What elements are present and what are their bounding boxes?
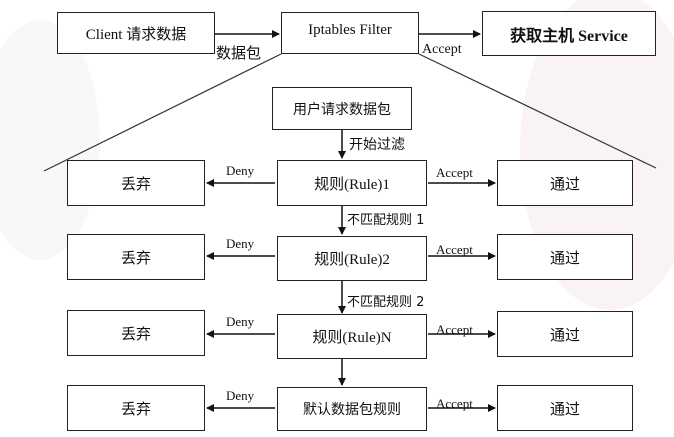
drop-label-default: 丢弃 [120, 401, 151, 418]
drop-box-N: 丢弃 [67, 310, 205, 356]
deny-label-N: Deny [226, 314, 255, 329]
rule-label-1: 规则(Rule)1 [314, 176, 390, 193]
iptables-filter-label: Iptables Filter [308, 22, 392, 38]
rule-box-1: 规则(Rule)1 [277, 160, 427, 206]
accept-label-default: Accept [436, 396, 473, 411]
pass-box-N: 通过 [497, 311, 633, 357]
packet-label: 数据包 [216, 46, 262, 62]
no-match-label-1: 不匹配规则 1 [347, 213, 425, 228]
pass-box-default: 通过 [497, 385, 633, 431]
accept-label-2: Accept [436, 242, 473, 257]
funnel-left-line [43, 53, 282, 172]
pass-label-default: 通过 [549, 401, 580, 418]
drop-box-1: 丢弃 [67, 160, 205, 206]
service-label: 获取主机 Service [510, 27, 628, 45]
drop-label-N: 丢弃 [120, 326, 151, 343]
rule-box-N: 规则(Rule)N [277, 314, 427, 359]
accept-label-1: Accept [436, 165, 473, 180]
deny-label-2: Deny [226, 236, 255, 251]
drop-box-default: 丢弃 [67, 385, 205, 431]
client-box: Client 请求数据 [57, 12, 215, 54]
rule-label-N: 规则(Rule)N [312, 330, 392, 346]
start-packet-box: 用户请求数据包 [272, 87, 412, 130]
top-accept-label: Accept [422, 42, 462, 57]
iptables-filter-box: Iptables Filter [281, 12, 419, 54]
rule-box-2: 规则(Rule)2 [277, 236, 427, 281]
rule-label-2: 规则(Rule)2 [314, 252, 390, 268]
start-packet-label: 用户请求数据包 [293, 102, 391, 118]
pass-label-N: 通过 [549, 327, 580, 344]
pass-box-1: 通过 [497, 160, 633, 206]
service-box: 获取主机 Service [482, 11, 656, 56]
drop-label-1: 丢弃 [120, 176, 151, 193]
no-match-label-2: 不匹配规则 2 [347, 295, 425, 310]
pass-box-2: 通过 [497, 234, 633, 280]
default-rule-label: 默认数据包规则 [303, 403, 401, 418]
pass-label-2: 通过 [549, 250, 580, 267]
funnel-right-line [418, 53, 657, 169]
deny-label-default: Deny [226, 388, 255, 403]
start-filter-label: 开始过滤 [349, 137, 405, 153]
drop-box-2: 丢弃 [67, 234, 205, 280]
accept-label-N: Accept [436, 322, 473, 337]
drop-label-2: 丢弃 [120, 250, 151, 267]
deny-label-1: Deny [226, 163, 255, 178]
pass-label-1: 通过 [549, 176, 580, 193]
default-rule-box: 默认数据包规则 [277, 387, 427, 431]
client-label: Client 请求数据 [85, 26, 187, 43]
